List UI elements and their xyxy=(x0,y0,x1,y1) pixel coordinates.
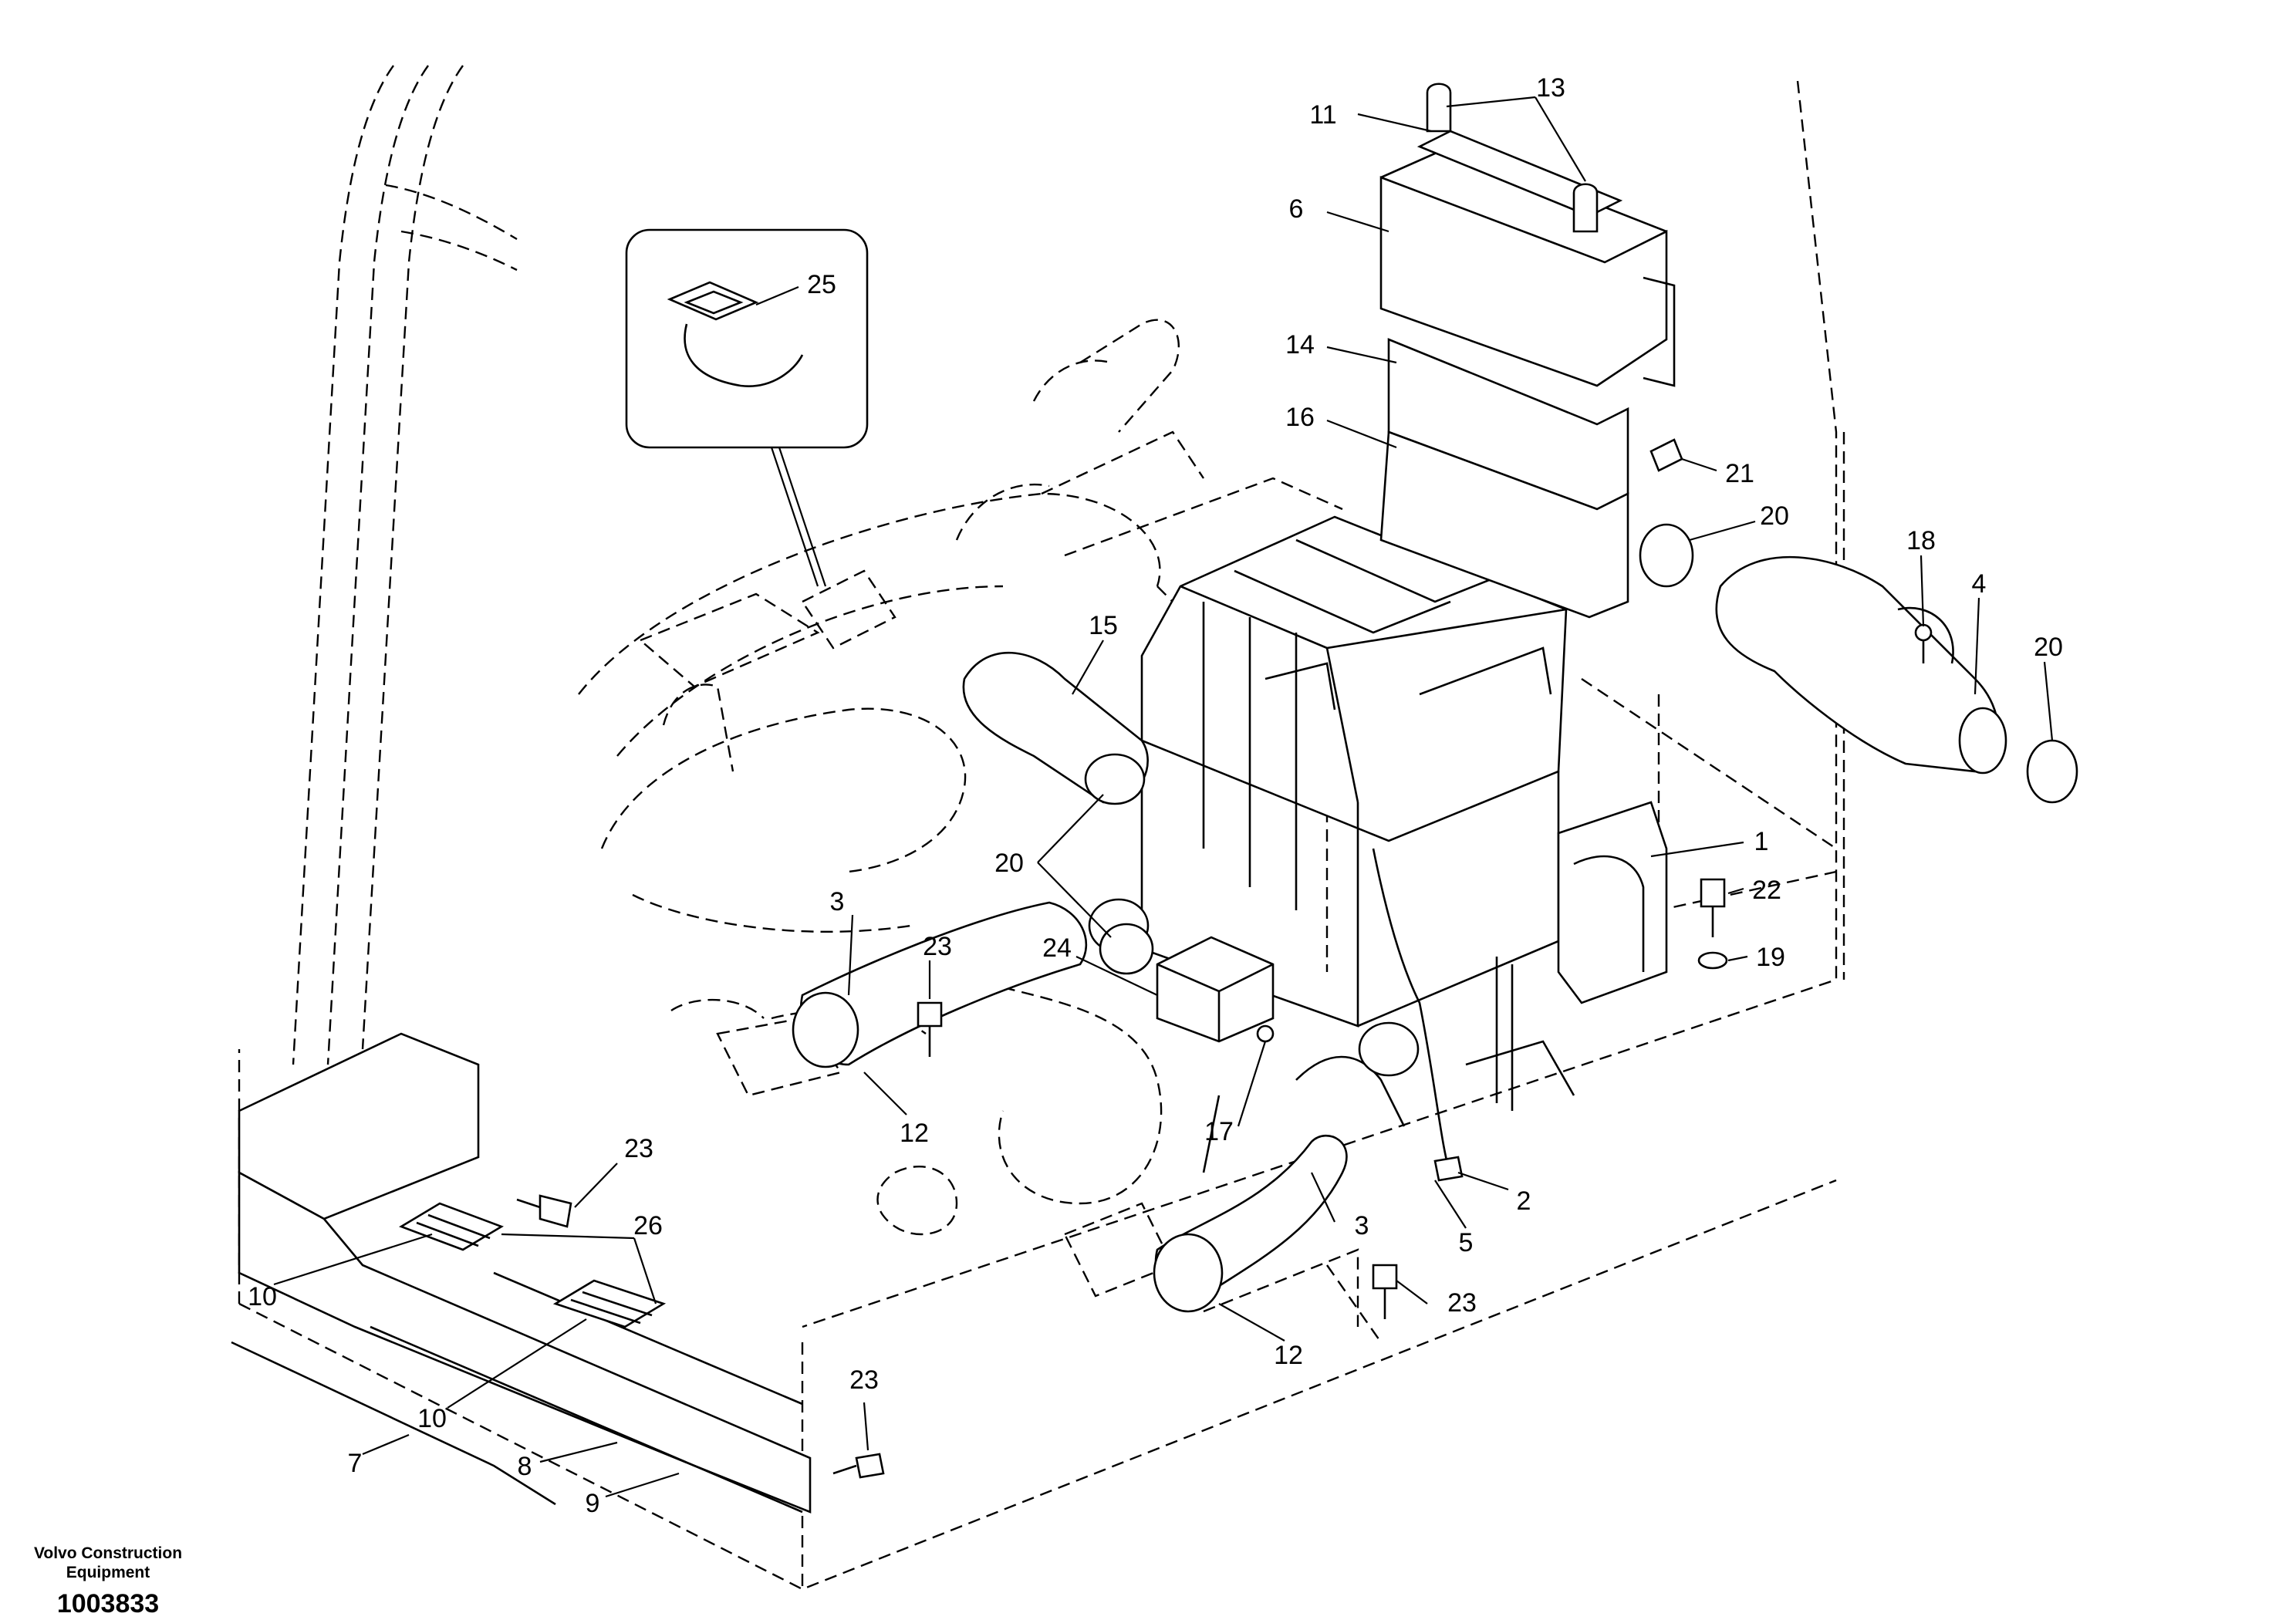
callout-23-right: 23 xyxy=(1447,1288,1477,1318)
callout-18: 18 xyxy=(1906,526,1936,555)
callout-9: 9 xyxy=(586,1489,600,1518)
callout-26: 26 xyxy=(633,1211,663,1240)
footer: Volvo Construction Equipment 1003833 xyxy=(34,1544,182,1618)
callout-2: 2 xyxy=(1517,1186,1531,1216)
callout-10-right: 10 xyxy=(417,1404,447,1433)
drawing-number: 1003833 xyxy=(57,1589,159,1618)
callout-4: 4 xyxy=(1972,569,1987,599)
callout-20-right: 20 xyxy=(2034,633,2063,662)
fasteners xyxy=(516,438,1933,1479)
callout-7: 7 xyxy=(348,1449,363,1478)
callout-11: 11 xyxy=(1309,100,1336,130)
callout-12-bottom: 12 xyxy=(1274,1341,1303,1370)
callout-13: 13 xyxy=(1536,73,1565,103)
callout-22: 22 xyxy=(1752,876,1781,905)
callout-5: 5 xyxy=(1459,1228,1474,1257)
callout-17: 17 xyxy=(1204,1117,1234,1146)
callout-3-bottom: 3 xyxy=(1355,1211,1369,1240)
heater-unit xyxy=(1140,515,1668,1173)
callout-21: 21 xyxy=(1725,459,1754,488)
callout-20-left: 20 xyxy=(994,849,1024,878)
floor-vent-panel xyxy=(231,1032,812,1514)
brand-line-2: Equipment xyxy=(66,1564,150,1581)
callout-8: 8 xyxy=(518,1452,532,1481)
duct-part-15 xyxy=(962,651,1149,805)
callout-10-left: 10 xyxy=(248,1282,277,1311)
brand-line-1: Volvo Construction xyxy=(34,1544,182,1562)
callout-23-left: 23 xyxy=(624,1134,653,1163)
leader-lines xyxy=(273,96,2054,1498)
callout-24: 24 xyxy=(1042,933,1072,963)
duct-stack xyxy=(1379,83,1676,619)
callout-19: 19 xyxy=(1756,943,1785,972)
callout-25: 25 xyxy=(807,270,836,299)
callout-1: 1 xyxy=(1754,827,1769,856)
callout-3-top: 3 xyxy=(830,887,845,916)
hose-clamps xyxy=(1099,523,2078,1077)
callout-20-top: 20 xyxy=(1760,501,1789,531)
callout-15: 15 xyxy=(1089,611,1118,640)
callout-labels: 11 13 6 14 16 21 20 18 4 20 15 20 1 22 1… xyxy=(248,73,2063,1518)
callout-6: 6 xyxy=(1289,194,1304,224)
callout-14: 14 xyxy=(1285,330,1315,359)
callout-23-centre: 23 xyxy=(923,932,952,961)
inset-detail-box xyxy=(625,228,869,587)
callout-12-top: 12 xyxy=(900,1119,929,1148)
callout-23-bottom: 23 xyxy=(849,1365,879,1395)
hose-part-3 xyxy=(792,898,1348,1313)
duct-part-4 xyxy=(1715,555,2007,775)
callout-16: 16 xyxy=(1285,403,1315,432)
